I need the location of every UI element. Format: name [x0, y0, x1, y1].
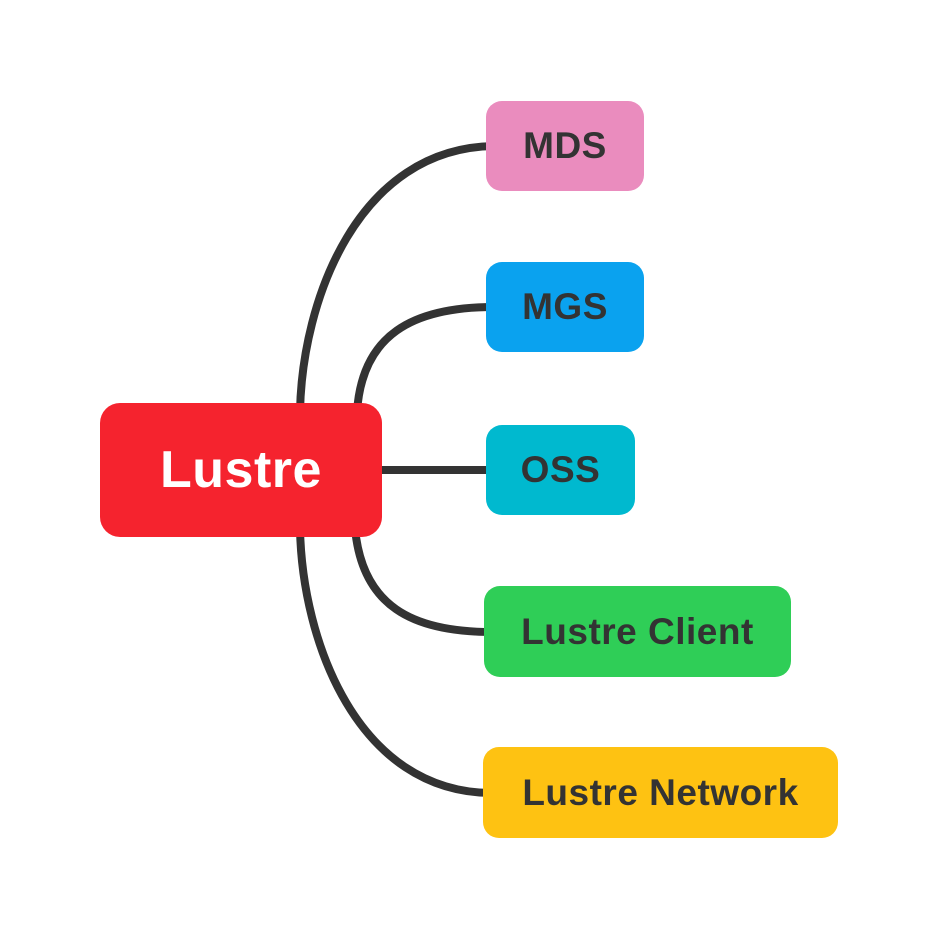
- node-mgs-label: MGS: [522, 286, 608, 327]
- node-oss-label: OSS: [520, 449, 601, 490]
- node-lustre-network[interactable]: Lustre Network: [483, 747, 838, 838]
- edge-lustre-client: [351, 524, 496, 636]
- node-lustre[interactable]: Lustre: [100, 403, 382, 537]
- node-lustre-client[interactable]: Lustre Client: [484, 586, 791, 677]
- node-mds-label: MDS: [523, 125, 607, 166]
- node-lustre-client-label: Lustre Client: [521, 610, 754, 652]
- node-oss[interactable]: OSS: [486, 425, 635, 515]
- node-lustre-network-label: Lustre Network: [522, 771, 799, 813]
- edge-lustre-mgs: [353, 303, 498, 416]
- node-lustre-label: Lustre: [160, 441, 322, 499]
- node-mds[interactable]: MDS: [486, 101, 644, 191]
- node-mgs[interactable]: MGS: [486, 262, 644, 352]
- edge-lustre-mds: [296, 142, 498, 416]
- edge-lustre-network: [296, 524, 495, 797]
